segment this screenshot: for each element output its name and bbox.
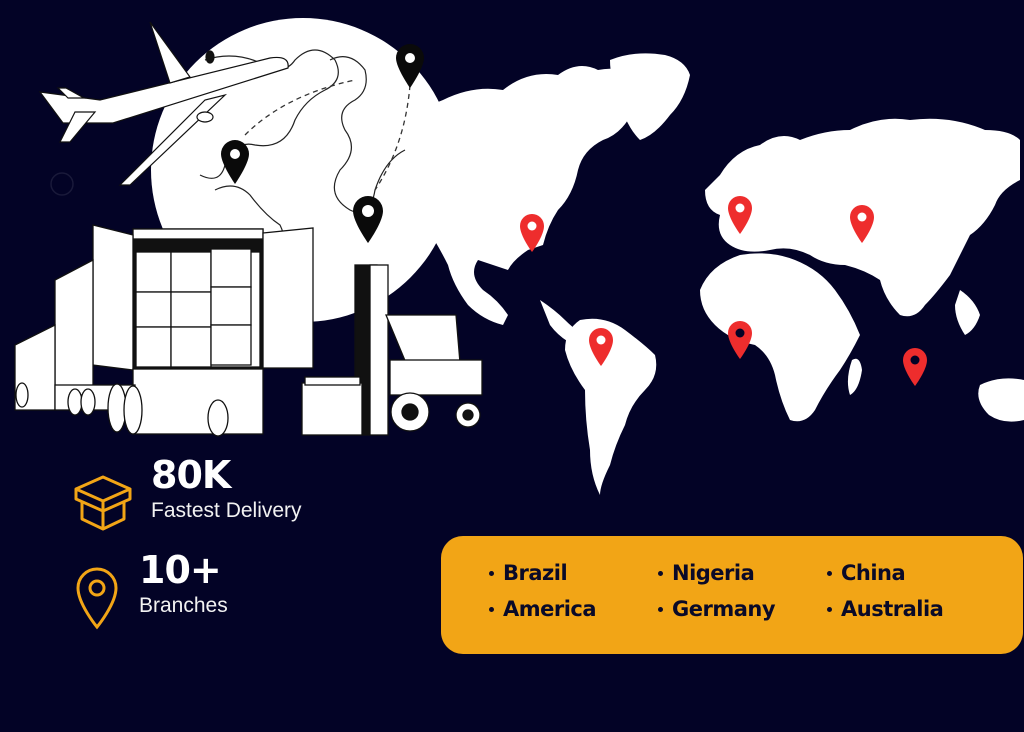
pin-europe	[728, 196, 752, 234]
country-item: Germany	[658, 594, 827, 624]
stat-deliveries: 80K Fastest Delivery	[151, 455, 302, 523]
country-item: Brazil	[489, 558, 658, 588]
continents	[418, 53, 1024, 495]
stat-branches: 10+ Branches	[139, 550, 228, 618]
pin-north-america	[520, 214, 544, 252]
country-item: America	[489, 594, 658, 624]
country-item: Nigeria	[658, 558, 827, 588]
bullet-icon	[827, 606, 832, 612]
bullet-icon	[658, 606, 663, 612]
location-pin-icon	[76, 567, 118, 630]
country-item: China	[827, 558, 996, 588]
location-pin-icon	[221, 44, 424, 243]
bullet-icon	[827, 570, 832, 576]
bullet-icon	[658, 570, 663, 576]
forklift-icon	[301, 264, 483, 436]
stat-label: Fastest Delivery	[151, 499, 302, 522]
bullet-icon	[489, 570, 494, 576]
pin-africa	[728, 321, 752, 359]
box-icon	[74, 475, 132, 531]
pin-south-america	[589, 328, 613, 366]
country-item: Australia	[827, 594, 996, 624]
countries-list: Brazil Nigeria China America Germany Aus…	[489, 558, 996, 624]
pin-indian-ocean	[903, 348, 927, 386]
stat-value: 80K	[151, 453, 231, 497]
countries-panel: Brazil Nigeria China America Germany Aus…	[441, 536, 1023, 654]
map-pins	[520, 196, 927, 386]
truck-icon	[14, 224, 314, 437]
bullet-icon	[489, 606, 494, 612]
pin-asia	[850, 205, 874, 243]
airplane-icon	[38, 21, 289, 186]
stat-value: 10+	[139, 548, 222, 592]
stat-label: Branches	[139, 594, 228, 617]
